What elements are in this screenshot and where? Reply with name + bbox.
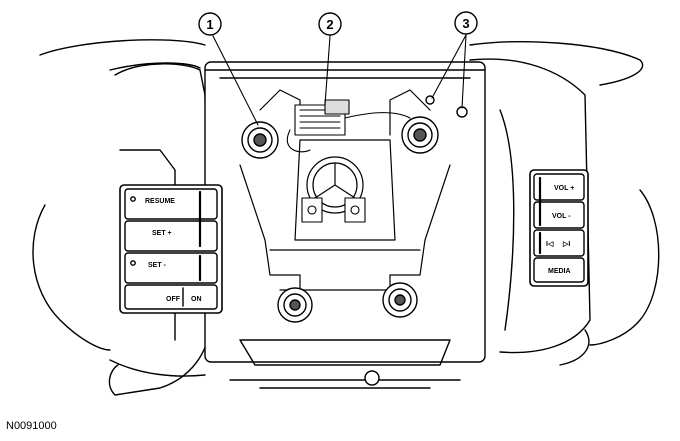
off-label: OFF	[166, 296, 181, 303]
right-spoke	[469, 58, 591, 366]
steering-wheel-rim	[32, 39, 660, 351]
media-label: MEDIA	[548, 268, 571, 275]
vol-minus-label: VOL -	[552, 213, 571, 220]
resume-label: RESUME	[145, 198, 175, 205]
callout-3-label: 3	[462, 16, 469, 31]
mounting-bolts	[241, 95, 468, 323]
next-track-label: ▷I	[562, 241, 570, 248]
left-upper-bolt	[241, 121, 279, 159]
right-lower-bolt	[382, 282, 418, 318]
callout-leaders	[212, 34, 467, 126]
prev-track-label: I◁	[546, 241, 554, 248]
vol-plus-label: VOL +	[554, 185, 574, 192]
callout-1: 1	[198, 12, 222, 36]
wiring-connector	[286, 99, 411, 153]
on-label: ON	[191, 296, 202, 303]
left-switch-pack: RESUME SET + SET - OFF ON	[119, 184, 223, 314]
right-switch-pack: VOL + VOL - I◁ ▷I MEDIA	[529, 169, 589, 287]
figure-id: N0091000	[6, 420, 57, 432]
left-lower-bolt	[277, 287, 313, 323]
set-plus-label: SET +	[152, 230, 172, 237]
callout-2-label: 2	[326, 17, 333, 32]
set-minus-label: SET -	[148, 262, 167, 269]
callout-2: 2	[318, 12, 342, 36]
right-upper-bolt	[401, 116, 439, 154]
connector-modules	[301, 197, 366, 223]
callout-3: 3	[454, 11, 478, 35]
callout-1-label: 1	[206, 17, 213, 32]
